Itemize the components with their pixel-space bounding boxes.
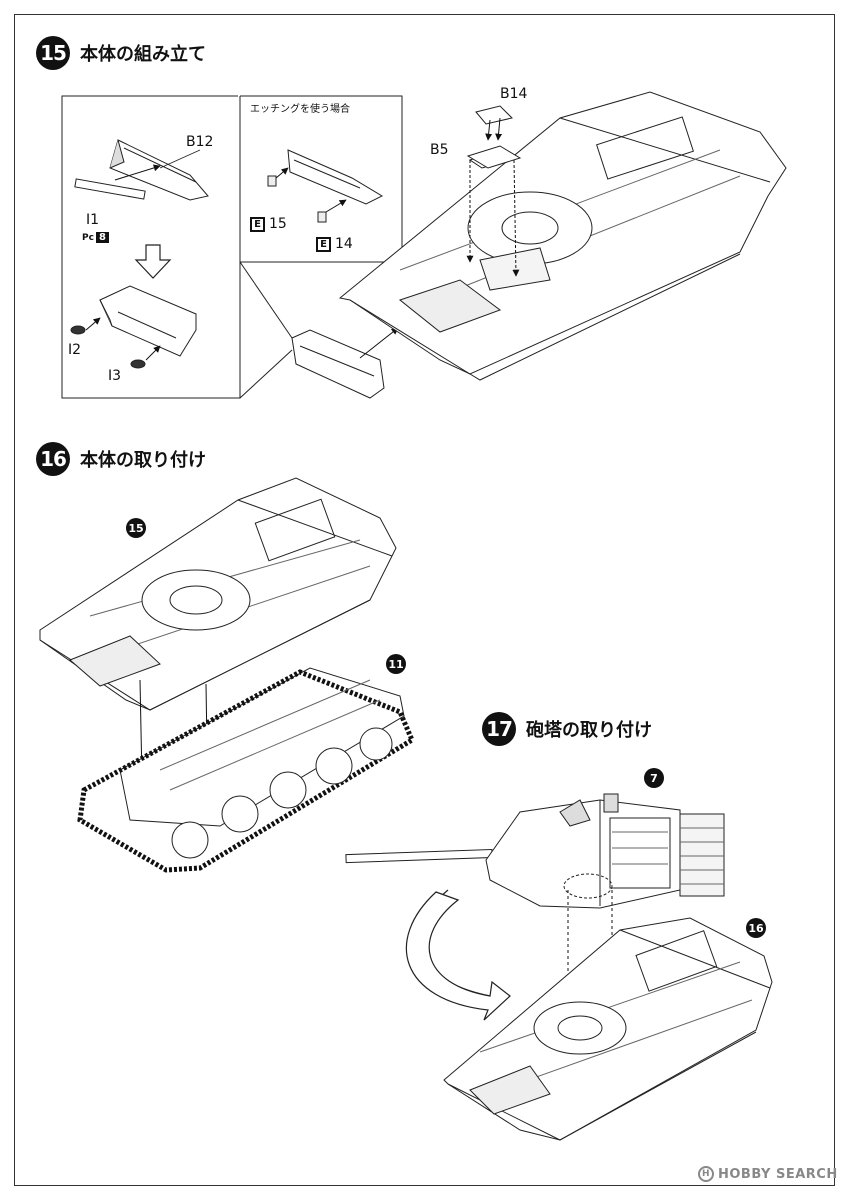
ref-step-16-badge: 16	[746, 918, 766, 938]
pc-number: 8	[95, 232, 109, 243]
etching-note: エッチングを使う場合	[250, 104, 350, 115]
step-16-header: 16 本体の取り付け	[36, 442, 206, 476]
ref-step-11-badge: 11	[386, 654, 406, 674]
hull-assembled-illustration-17	[443, 917, 773, 1141]
watermark-text: HOBBY SEARCH	[718, 1166, 838, 1182]
etching-part-14-number: 14	[335, 236, 353, 252]
part-label-b12: B12	[186, 134, 214, 150]
hull-lower-tracks-illustration	[77, 667, 416, 873]
turret-illustration	[345, 793, 725, 909]
side-skirt-piece	[291, 327, 399, 399]
part-b12-assembled-illustration	[70, 285, 197, 369]
part-label-b5: B5	[430, 142, 449, 158]
part-label-i1: I1	[86, 212, 100, 228]
pc-prefix: Pc	[82, 232, 94, 243]
step15-inset-box	[61, 95, 403, 399]
step-15-title: 本体の組み立て	[80, 44, 206, 65]
etching-part-15-number: 15	[269, 216, 287, 232]
step-15-number: 15	[36, 36, 70, 70]
part-label-i2: I2	[68, 342, 82, 358]
etching-sheet-icon: E	[316, 236, 331, 252]
part-label-i3: I3	[108, 368, 122, 384]
down-arrow-icon	[134, 244, 172, 279]
hobby-search-logo-icon: H	[698, 1166, 714, 1182]
step-16-title: 本体の取り付け	[80, 450, 206, 471]
part-b12-illustration	[74, 139, 209, 201]
hatch-parts-illustration	[466, 105, 522, 277]
etching-parts-illustration	[267, 149, 384, 223]
page-frame	[14, 14, 835, 1186]
part-label-b14: B14	[500, 86, 528, 102]
step-17-number: 17	[482, 712, 516, 746]
ref-step-15-badge: 15	[126, 518, 146, 538]
step-16-number: 16	[36, 442, 70, 476]
hull-upper-illustration-16	[39, 477, 397, 711]
ref-step-7-badge: 7	[644, 768, 664, 788]
step-17-title: 砲塔の取り付け	[526, 720, 652, 741]
etching-part-15: E 15	[250, 216, 287, 232]
etching-sheet-icon: E	[250, 216, 265, 232]
part-sheet-ref: Pc 8	[82, 232, 109, 243]
step-15-header: 15 本体の組み立て	[36, 36, 206, 70]
hull-upper-illustration-15	[338, 91, 787, 381]
step-17-header: 17 砲塔の取り付け	[482, 712, 652, 746]
watermark-logo: H HOBBY SEARCH	[698, 1166, 838, 1182]
etching-part-14: E 14	[316, 236, 353, 252]
